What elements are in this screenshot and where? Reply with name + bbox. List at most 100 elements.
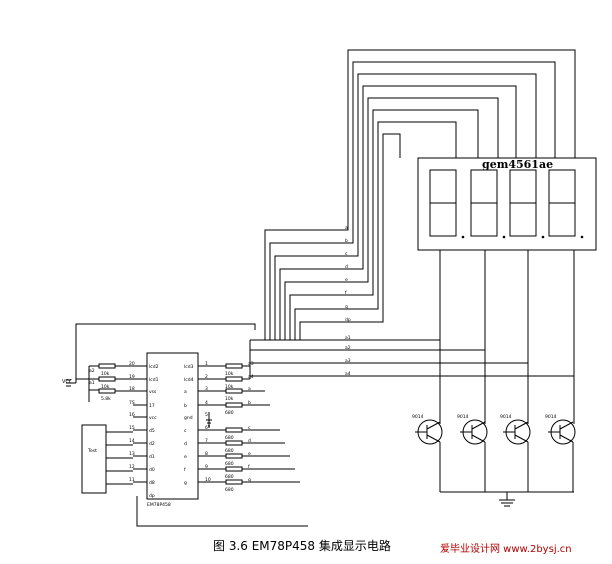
digit-3 (509, 169, 545, 239)
bus-label-a2: a2 (345, 345, 351, 351)
digit-outline (509, 169, 537, 237)
bus-wire (264, 49, 576, 340)
chip-ground-symbol (206, 412, 212, 428)
digit-outline (548, 169, 576, 237)
right-pin-num: 5 (205, 412, 208, 418)
watermark: 爱毕业设计网 www.2bysj.cn (440, 542, 572, 555)
left-pin-num: 20 (129, 361, 135, 367)
left-pin-label: d1 (149, 454, 155, 460)
res-left-1-value: 10k (101, 371, 110, 377)
em78p458-chip: EM78P458 20lcd219lcd118vss7S1716vcc15d51… (129, 352, 211, 508)
test-box (81, 424, 107, 494)
display-title: gem4561ae (482, 158, 553, 171)
right-pin-num: 1 (205, 361, 208, 367)
driver-transistors: 9014 9014 9014 9014 (412, 414, 576, 492)
transistor-label: 9014 (412, 414, 424, 420)
right-pin-num: 10 (205, 477, 211, 483)
bus-label-e: e (345, 278, 348, 283)
right-pin-label: lcd3 (184, 364, 194, 370)
res-body (225, 453, 243, 459)
bus-wire (274, 73, 537, 340)
left-pin-label: 17 (149, 403, 155, 409)
res-value: 10k (225, 384, 234, 390)
res-body (225, 466, 243, 472)
decimal-point (541, 235, 545, 239)
left-pin-num: 15 (129, 425, 135, 431)
transistor-1: 9014 (412, 414, 443, 492)
right-pin-label: lcd4 (184, 377, 194, 383)
res-value: 680 (225, 435, 234, 441)
left-pin-label: d2 (149, 441, 155, 447)
display-frame (417, 157, 597, 251)
select-wire (250, 349, 486, 410)
chip-body (146, 352, 199, 500)
left-pin-label: vss (149, 390, 157, 395)
res-left-2 (98, 376, 116, 382)
res-label: a4 (248, 374, 254, 380)
right-pin-label: c (184, 429, 187, 434)
right-pin-label: d (184, 441, 187, 447)
right-pin-num: 7 (205, 438, 208, 444)
transistor-leads (503, 421, 529, 443)
res-label: f (248, 464, 250, 470)
ground-rail (440, 491, 574, 507)
res-value: 10k (225, 396, 234, 402)
bus-label-f: f (345, 290, 347, 296)
decimal-point (580, 235, 584, 239)
left-pin-label: vcc (149, 416, 157, 421)
res-left-1 (98, 363, 116, 369)
test-label: Test (87, 448, 97, 454)
right-pin-label: gnd (184, 415, 193, 421)
right-pin-label: a (184, 390, 187, 395)
display-digits (429, 169, 584, 239)
right-pin-label: e (184, 455, 187, 460)
digit-outline (470, 169, 498, 237)
right-pin-label: g (184, 481, 187, 486)
left-pin-num: 14 (129, 438, 135, 444)
bus-label-dp: dp (345, 317, 351, 323)
figure-caption: 图 3.6 EM78P458 集成显示电路 (213, 538, 391, 553)
res-body (225, 427, 243, 433)
res-label: a (248, 387, 251, 392)
bus-wire (269, 61, 556, 340)
res-label: d (248, 438, 251, 444)
res-label: a3 (248, 361, 254, 367)
transistor-4: 9014 (545, 414, 576, 492)
left-pin-label: d8 (149, 480, 155, 486)
right-pin-num: 6 (205, 425, 208, 431)
chip-left-pins: 20lcd219lcd118vss7S1716vcc15d514d213d112… (129, 361, 159, 499)
left-pin-num: 18 (129, 386, 135, 392)
transistor-label: 9014 (500, 414, 512, 420)
bus-label-a4: a4 (345, 371, 351, 377)
left-pin-num: 13 (129, 451, 135, 457)
transistor-leads (415, 421, 441, 443)
bus-label-a: a (345, 226, 348, 231)
bus-label-b: b (345, 238, 348, 244)
res-label: c (248, 426, 251, 431)
bus-label-c: c (345, 252, 348, 257)
decimal-point (461, 235, 465, 239)
chip-name: EM78P458 (147, 502, 171, 508)
left-pin-num: 12 (129, 464, 135, 470)
right-pin-num: 3 (205, 386, 208, 392)
left-pin-num: 7S (129, 400, 135, 406)
transistor-2: 9014 (457, 414, 488, 492)
res-value: 680 (225, 487, 234, 493)
left-bridge (88, 365, 99, 402)
digit-1 (429, 169, 465, 239)
res-value: 10k (225, 371, 234, 377)
left-pin-label: dp (149, 493, 155, 499)
vcc-label: VCC (62, 379, 73, 385)
res-body (225, 376, 243, 382)
right-pin-num: 2 (205, 374, 208, 380)
bus-label-d: d (345, 264, 348, 270)
test-wires (106, 431, 133, 485)
left-pin-num: 11 (129, 477, 135, 483)
vcc-node (66, 379, 76, 387)
label-a1: a1 (89, 380, 95, 386)
res-value: 680 (225, 448, 234, 454)
res-body (225, 440, 243, 446)
